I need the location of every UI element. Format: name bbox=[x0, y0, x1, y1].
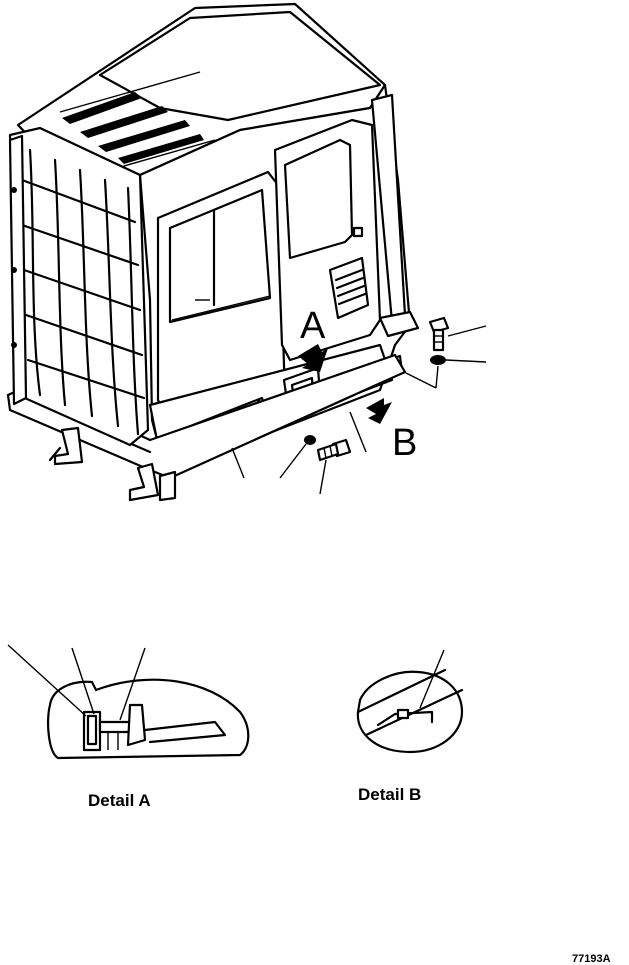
vent-grille bbox=[328, 256, 370, 320]
front-guard-grid bbox=[8, 126, 150, 447]
detail-a-caption: Detail A bbox=[88, 791, 151, 810]
detail-b-caption: Detail B bbox=[358, 785, 421, 804]
side-window-glass bbox=[168, 188, 272, 324]
washer-lower bbox=[304, 435, 316, 445]
detail-b bbox=[356, 649, 464, 754]
operator-cab bbox=[6, 2, 420, 502]
cab-mount-feet bbox=[48, 426, 177, 502]
door-handle bbox=[352, 226, 364, 238]
callout-label-b: B bbox=[392, 422, 417, 464]
detail-a bbox=[7, 644, 250, 760]
bolt-upper bbox=[428, 316, 450, 352]
bolt-lower bbox=[316, 438, 352, 462]
rear-door-window bbox=[283, 138, 354, 260]
roof-rails bbox=[59, 71, 216, 171]
leader-lines bbox=[231, 325, 487, 495]
callout-arrow-b bbox=[366, 398, 392, 424]
washer-upper bbox=[430, 355, 446, 365]
callout-label-a: A bbox=[300, 305, 326, 347]
figure-reference-number: 77193A bbox=[572, 953, 611, 965]
callout-arrow-a bbox=[298, 344, 328, 372]
